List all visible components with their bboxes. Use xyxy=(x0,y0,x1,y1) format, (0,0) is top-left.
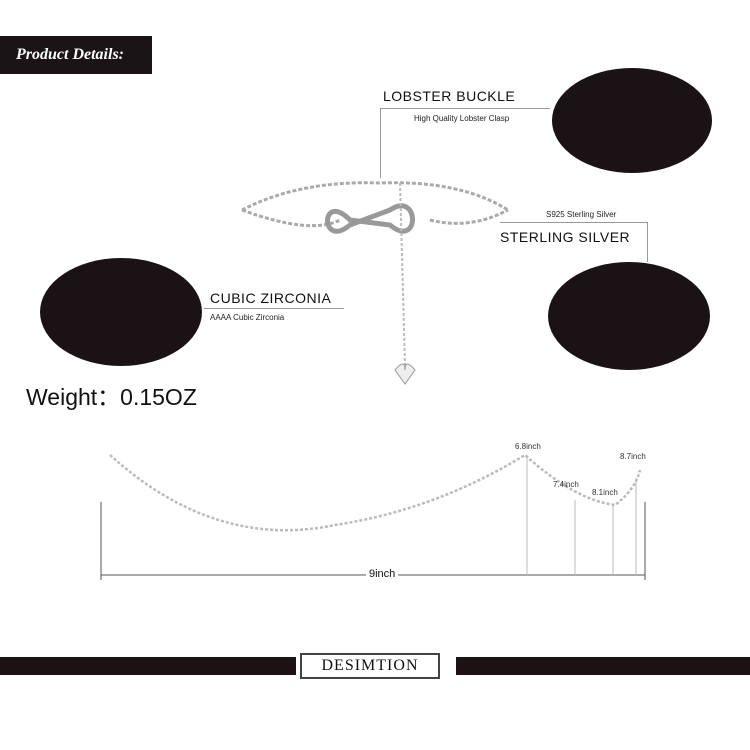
measure-point: 8.7inch xyxy=(620,452,646,461)
measure-point: 7.4inch xyxy=(553,480,579,489)
cubic-zirconia-title: CUBIC ZIRCONIA xyxy=(210,290,332,306)
measure-point: 6.8inch xyxy=(515,442,541,451)
brand-logo: DESIMTION xyxy=(300,653,440,679)
total-length-label: 9inch xyxy=(366,568,399,580)
measure-point: 8.1inch xyxy=(592,488,618,497)
clasp-closeup-image xyxy=(552,68,712,173)
callout-line xyxy=(647,222,648,262)
divider-bar xyxy=(0,657,296,675)
callout-line xyxy=(204,308,344,309)
product-details-banner: Product Details: xyxy=(0,36,152,74)
sterling-silver-subtitle: S925 Sterling Silver xyxy=(546,210,617,219)
hearts-closeup-image xyxy=(548,262,710,370)
infinity-closeup-image xyxy=(40,258,202,366)
callout-line xyxy=(500,222,648,223)
bracelet-image xyxy=(241,181,509,385)
cubic-zirconia-subtitle: AAAA Cubic Zirconia xyxy=(210,313,285,322)
callout-line xyxy=(380,108,381,178)
weight-label: Weight：0.15OZ xyxy=(26,384,197,410)
lobster-buckle-title: LOBSTER BUCKLE xyxy=(383,88,516,104)
callout-line xyxy=(380,108,550,109)
divider-bar xyxy=(456,657,750,675)
sterling-silver-title: STERLING SILVER xyxy=(500,229,631,245)
lobster-buckle-subtitle: High Quality Lobster Clasp xyxy=(414,114,510,123)
